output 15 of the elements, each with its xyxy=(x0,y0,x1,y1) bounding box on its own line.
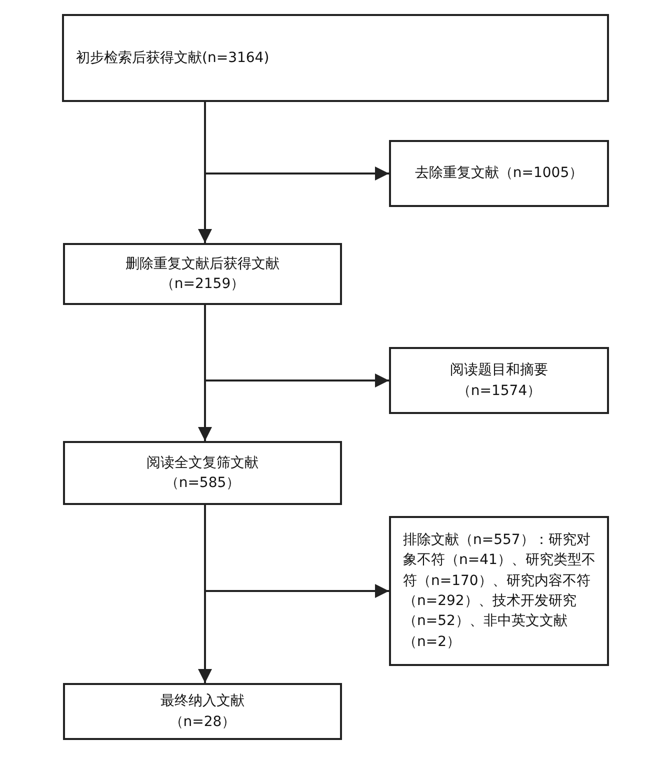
process-box xyxy=(63,441,342,505)
arrow xyxy=(198,505,212,683)
process-box xyxy=(389,347,609,414)
process-box xyxy=(389,140,609,207)
box-text: 初步检索后获得文献(n=3164) xyxy=(76,48,270,68)
process-box xyxy=(62,14,609,102)
process-box xyxy=(63,683,342,740)
process-box xyxy=(389,516,609,666)
process-box xyxy=(63,243,342,305)
box-text: 阅读题目和摘要（n=1574） xyxy=(449,361,549,400)
box-text: 最终纳入文献（n=28） xyxy=(160,692,246,732)
box-text: 删除重复文献后获得文献（n=2159） xyxy=(124,254,280,294)
box-text: 排除文献（n=557）：研究对象不符（n=41）、研究类型不符（n=170）、研究内容不符（n=292）、技术开发研究（n=52）、非中英文文献（n=2） xyxy=(403,531,596,652)
box-text: 阅读全文复筛文献（n=585） xyxy=(146,454,260,493)
box-text: 去除重复文献（n=1005） xyxy=(414,164,584,184)
